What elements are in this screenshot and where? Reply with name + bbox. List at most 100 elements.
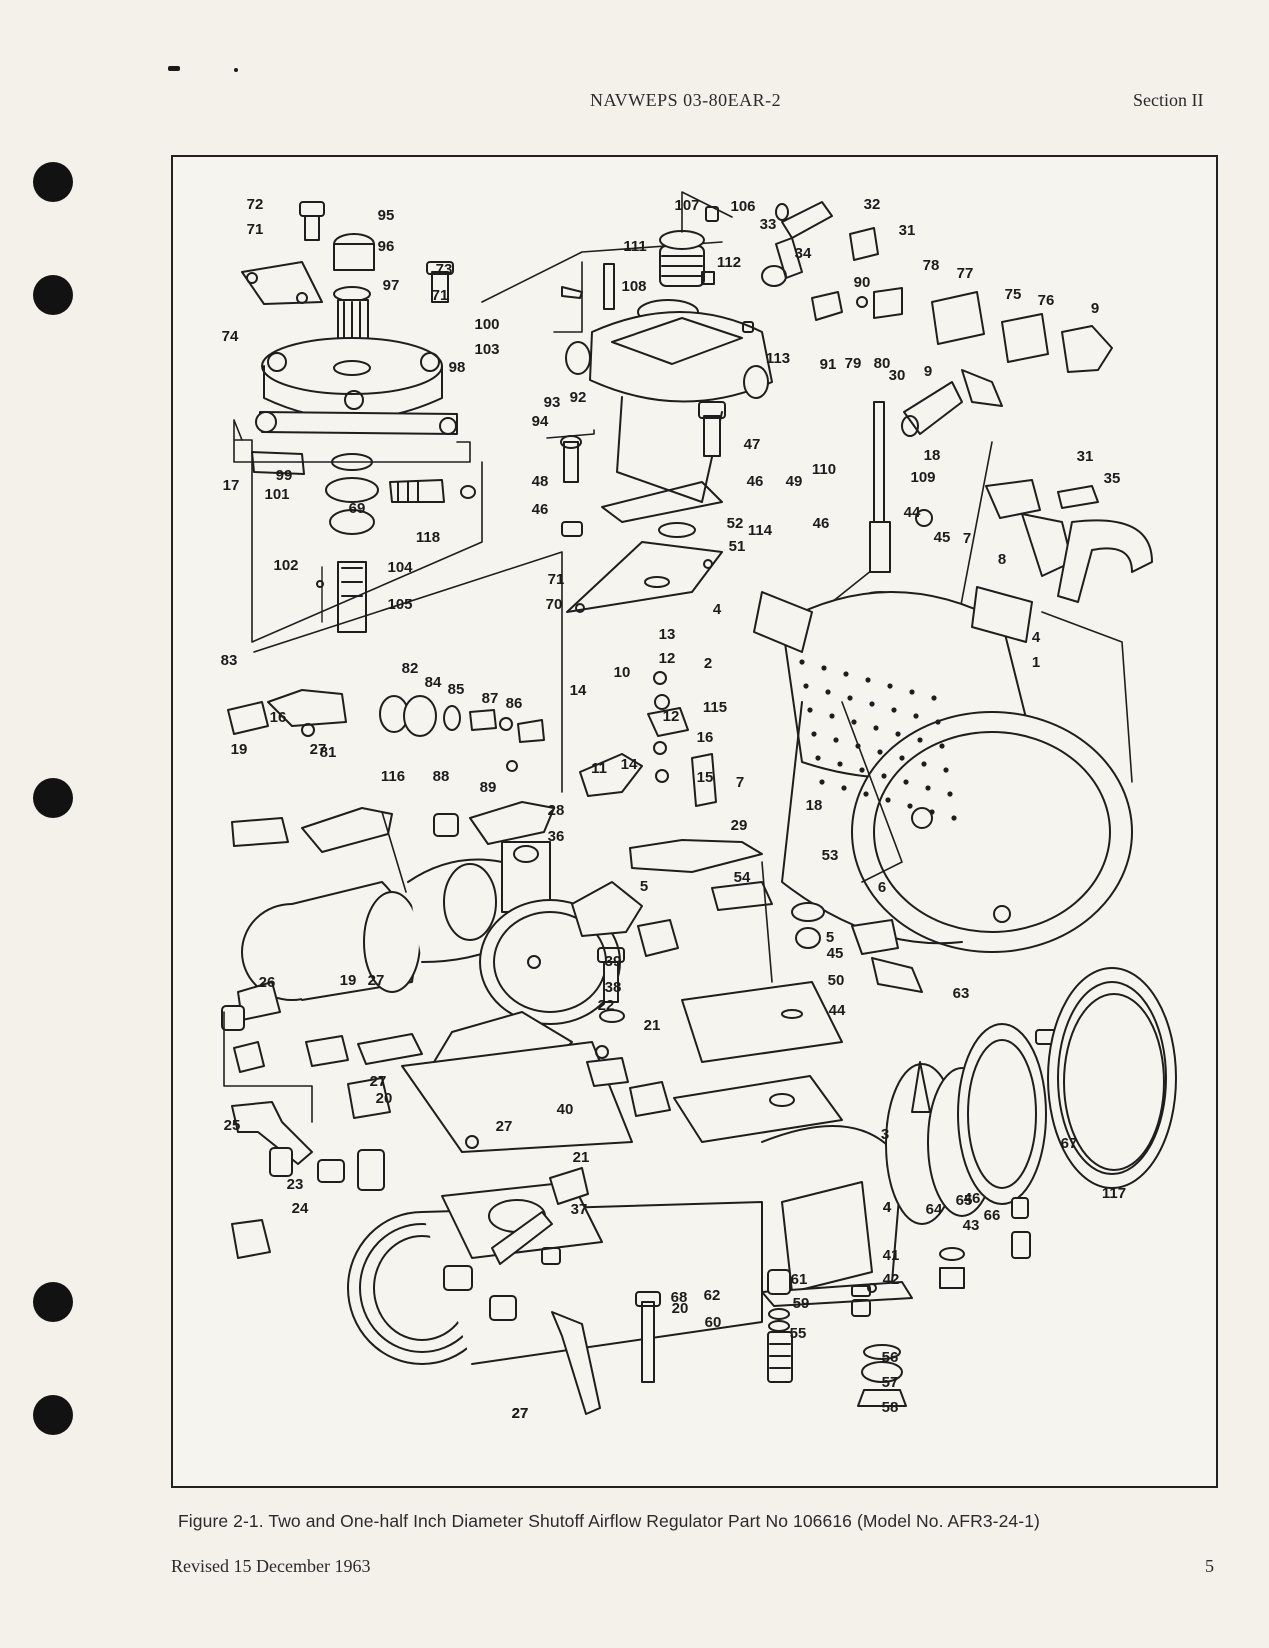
perforation-dot	[821, 665, 827, 671]
document-number: NAVWEPS 03-80EAR-2	[590, 90, 782, 110]
perforation-dot	[811, 731, 817, 737]
callout-label-27: 27	[370, 1073, 387, 1090]
callout-label-110: 110	[812, 461, 836, 478]
callout-label-59: 59	[793, 1295, 810, 1312]
callout-label-70: 70	[546, 596, 563, 613]
callout-label-65: 65	[956, 1192, 973, 1209]
callout-label-18: 18	[806, 797, 823, 814]
callout-label-10: 10	[614, 664, 631, 681]
callout-label-81: 81	[320, 744, 337, 761]
callout-label-71: 71	[432, 287, 449, 304]
callout-label-97: 97	[383, 277, 400, 294]
callout-label-27: 27	[496, 1118, 513, 1135]
callout-label-116: 116	[381, 768, 405, 785]
callout-label-31: 31	[899, 222, 916, 239]
callout-label-46: 46	[747, 473, 764, 490]
callout-label-18: 18	[924, 447, 941, 464]
callout-label-5: 5	[640, 878, 648, 895]
callout-label-46: 46	[813, 515, 830, 532]
perforation-dot	[841, 785, 847, 791]
figure-caption: Figure 2-1. Two and One-half Inch Diamet…	[178, 1511, 1040, 1531]
callout-label-46: 46	[532, 501, 549, 518]
perforation-dot	[935, 719, 941, 725]
callout-label-3: 3	[881, 1126, 889, 1143]
callout-label-29: 29	[731, 817, 748, 834]
callout-label-12: 12	[659, 650, 676, 667]
callout-label-21: 21	[573, 1149, 590, 1166]
callout-label-38: 38	[605, 979, 622, 996]
callout-label-99: 99	[276, 467, 293, 484]
callout-label-24: 24	[292, 1200, 309, 1217]
scan-speck	[168, 66, 180, 71]
callout-label-33: 33	[760, 216, 777, 233]
callout-label-80: 80	[874, 355, 891, 372]
callout-label-5: 5	[826, 929, 834, 946]
callout-label-87: 87	[482, 690, 499, 707]
callout-label-51: 51	[729, 538, 746, 555]
callout-label-71: 71	[247, 221, 264, 238]
perforation-dot	[909, 689, 915, 695]
callout-label-67: 67	[1061, 1135, 1078, 1152]
middle-fittings	[227, 551, 923, 993]
callout-label-64: 64	[926, 1201, 943, 1218]
callout-label-35: 35	[1104, 470, 1121, 487]
perforation-dot	[881, 773, 887, 779]
callout-label-56: 56	[882, 1349, 899, 1366]
callout-label-43: 43	[963, 1217, 980, 1234]
callout-label-26: 26	[259, 974, 276, 991]
perforation-dot	[943, 767, 949, 773]
actuator-assembly	[221, 841, 679, 1259]
perforation-dot	[837, 761, 843, 767]
callout-label-62: 62	[704, 1287, 721, 1304]
callout-label-20: 20	[672, 1300, 689, 1317]
callout-label-73: 73	[436, 261, 453, 278]
callout-label-39: 39	[605, 953, 622, 970]
callout-label-20: 20	[376, 1090, 393, 1107]
perforation-dot	[891, 707, 897, 713]
perforation-dot	[899, 755, 905, 761]
page-number: 5	[1205, 1556, 1214, 1576]
callout-label-108: 108	[621, 278, 646, 295]
callout-label-7: 7	[736, 774, 744, 791]
callout-label-104: 104	[387, 559, 413, 576]
perforation-dot	[799, 659, 805, 665]
callout-label-30: 30	[889, 367, 906, 384]
punch-hole-5	[33, 1395, 73, 1435]
callout-label-89: 89	[480, 779, 497, 796]
callout-label-44: 44	[904, 504, 921, 521]
punch-hole-3	[33, 778, 73, 818]
perforation-dot	[877, 749, 883, 755]
callout-label-48: 48	[532, 473, 549, 490]
upper-right-fittings	[761, 201, 1153, 783]
lower-duct-assembly	[347, 861, 1177, 1415]
callout-label-115: 115	[703, 699, 727, 716]
callout-label-118: 118	[416, 529, 440, 546]
callout-label-52: 52	[727, 515, 744, 532]
callout-label-4: 4	[883, 1199, 892, 1216]
main-valve-body	[753, 401, 1133, 953]
callout-label-69: 69	[349, 500, 366, 517]
perforation-dot	[873, 725, 879, 731]
perforation-dot	[907, 803, 913, 809]
perforation-dot	[917, 737, 923, 743]
callout-label-75: 75	[1005, 286, 1022, 303]
perforation-dot	[895, 731, 901, 737]
scan-speck	[234, 68, 238, 72]
callout-label-85: 85	[448, 681, 465, 698]
callout-label-8: 8	[998, 551, 1006, 568]
callout-label-72: 72	[247, 196, 264, 213]
callout-label-27: 27	[310, 741, 327, 758]
callout-label-71: 71	[548, 571, 565, 588]
punch-hole-4	[33, 1282, 73, 1322]
callout-label-40: 40	[557, 1101, 574, 1118]
callout-label-49: 49	[786, 473, 803, 490]
callout-label-102: 102	[273, 557, 298, 574]
perforation-dot	[921, 761, 927, 767]
callout-label-78: 78	[923, 257, 940, 274]
perforation-dot	[863, 791, 869, 797]
callout-label-107: 107	[674, 197, 699, 214]
callout-label-23: 23	[287, 1176, 304, 1193]
perforation-dot	[851, 719, 857, 725]
callout-label-21: 21	[644, 1017, 661, 1034]
